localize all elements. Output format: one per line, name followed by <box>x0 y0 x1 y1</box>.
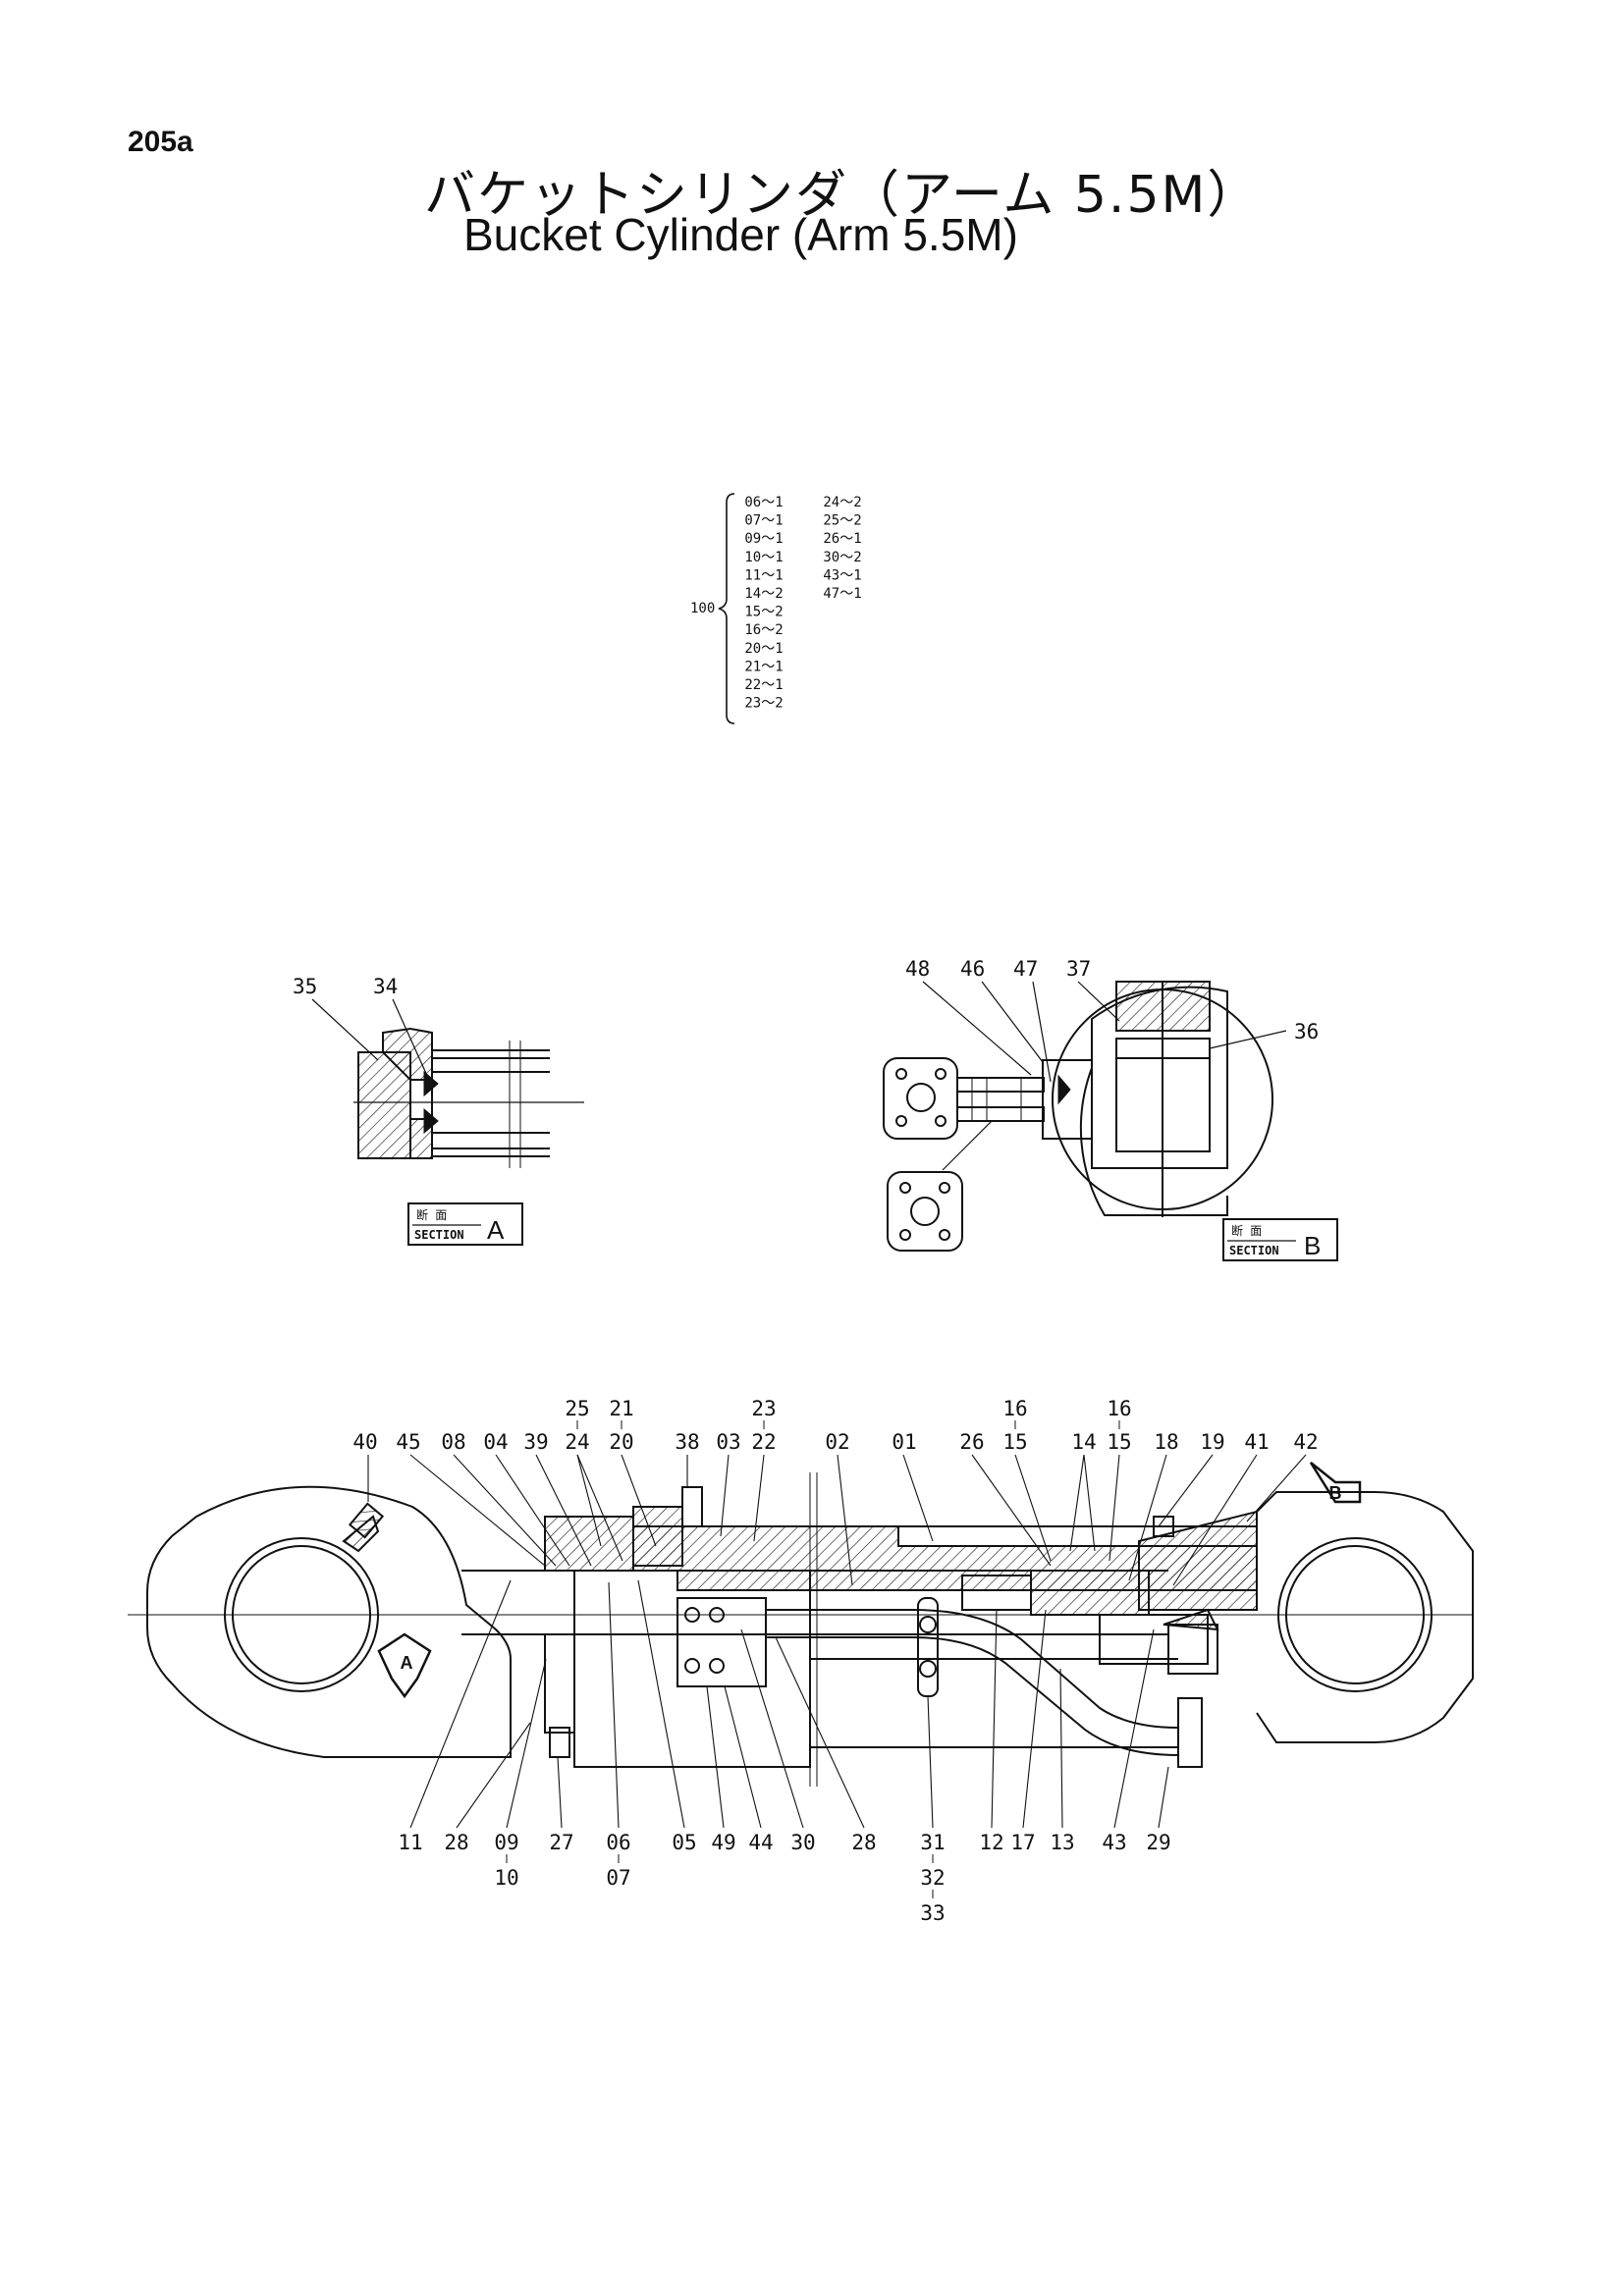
section-b-word: SECTION <box>1229 1244 1279 1257</box>
kit-number: 100 <box>690 601 715 616</box>
kit-item: 25～2 <box>823 513 861 529</box>
callout-29: 29 <box>1146 1831 1170 1854</box>
callout-27: 27 <box>549 1831 573 1854</box>
callout-06: 06 <box>606 1831 630 1854</box>
kit-item: 21～1 <box>744 659 783 674</box>
callout-32: 32 <box>920 1866 945 1890</box>
callout-24: 24 <box>565 1430 589 1454</box>
title-japanese: バケットシリンダ（アーム 5.5M） <box>424 166 1261 225</box>
section-b-label: 断 面 SECTION B <box>1222 1218 1338 1261</box>
kit-item: 10～1 <box>744 550 783 565</box>
main-cylinder-view <box>128 1462 1474 1787</box>
view-marker-a: A <box>401 1653 413 1673</box>
seal-kit-list: 100 06～1 07～1 09～1 10～1 11～1 14～2 15～2 16～2 20～1… <box>690 493 862 724</box>
callout-14: 14 <box>1071 1430 1096 1454</box>
section-b-kanji: 断 面 <box>1231 1223 1262 1238</box>
callout-35: 35 <box>293 975 317 998</box>
callout-43: 43 <box>1102 1831 1126 1854</box>
callout-23: 23 <box>751 1397 776 1420</box>
kit-item: 11～1 <box>744 567 783 583</box>
page-number: 205a <box>128 126 193 158</box>
callout-31: 31 <box>920 1831 945 1854</box>
callout-33: 33 <box>920 1901 945 1925</box>
callout-12: 12 <box>979 1831 1003 1854</box>
section-b-callouts: 48 46 47 37 36 <box>905 957 1319 1043</box>
callout-39: 39 <box>523 1430 548 1454</box>
callout-19: 19 <box>1200 1430 1224 1454</box>
callout-01: 01 <box>892 1430 916 1454</box>
kit-item: 07～1 <box>744 513 783 529</box>
callout-07: 07 <box>606 1866 630 1890</box>
view-markers: A B <box>401 1483 1342 1673</box>
section-a-label: 断 面 SECTION A <box>407 1202 523 1246</box>
callout-25: 25 <box>565 1397 589 1420</box>
callout-37: 37 <box>1066 957 1091 981</box>
callout-28: 28 <box>444 1831 468 1854</box>
callout-17: 17 <box>1010 1831 1035 1854</box>
callout-45: 45 <box>396 1430 420 1454</box>
kit-item: 43～1 <box>823 567 861 583</box>
callout-22: 22 <box>751 1430 776 1454</box>
callout-30: 30 <box>790 1831 815 1854</box>
callout-34: 34 <box>373 975 398 998</box>
callout-49: 49 <box>711 1831 735 1854</box>
section-b-view <box>883 981 1287 1252</box>
main-leader-lines <box>367 1454 1307 1829</box>
callout-16: 16 <box>1107 1397 1131 1420</box>
main-top-callouts: 40 45 08 04 39 24 25 20 21 38 03 22 23 02 01 26 15 16 14 15… <box>352 1397 1318 1454</box>
callout-36: 36 <box>1294 1020 1319 1043</box>
callout-08: 08 <box>441 1430 465 1454</box>
callout-09: 09 <box>494 1831 518 1854</box>
kit-item: 26～1 <box>823 531 861 547</box>
callout-20: 20 <box>609 1430 633 1454</box>
callout-15: 15 <box>1002 1430 1027 1454</box>
kit-item: 23～2 <box>744 696 783 712</box>
callout-10: 10 <box>494 1866 518 1890</box>
callout-42: 42 <box>1293 1430 1318 1454</box>
kit-item: 16～2 <box>744 622 783 638</box>
callout-15: 15 <box>1107 1430 1131 1454</box>
main-bottom-callouts: 11 28 09 10 27 06 07 05 49 44 30 28 31 32 33 12 17 13 43 29 <box>398 1831 1170 1925</box>
callout-11: 11 <box>398 1831 422 1854</box>
callout-21: 21 <box>609 1397 633 1420</box>
callout-05: 05 <box>672 1831 696 1854</box>
kit-item: 15～2 <box>744 605 783 620</box>
kit-item: 22～1 <box>744 677 783 693</box>
kit-item: 14～2 <box>744 586 783 602</box>
callout-40: 40 <box>352 1430 377 1454</box>
callout-02: 02 <box>825 1430 849 1454</box>
callout-47: 47 <box>1013 957 1038 981</box>
callout-28: 28 <box>851 1831 876 1854</box>
kit-item: 20～1 <box>744 641 783 657</box>
callout-13: 13 <box>1050 1831 1074 1854</box>
callout-41: 41 <box>1244 1430 1269 1454</box>
kit-item: 06～1 <box>744 495 783 510</box>
kit-item: 24～2 <box>823 495 861 510</box>
section-a-view <box>311 998 584 1168</box>
callout-46: 46 <box>960 957 985 981</box>
section-a-word: SECTION <box>414 1228 464 1242</box>
callout-03: 03 <box>716 1430 740 1454</box>
section-a-letter: A <box>487 1215 505 1245</box>
callout-16: 16 <box>1002 1397 1027 1420</box>
view-marker-b: B <box>1329 1483 1342 1503</box>
section-a-callouts: 35 34 <box>293 975 398 998</box>
callout-44: 44 <box>748 1831 773 1854</box>
kit-item: 47～1 <box>823 586 861 602</box>
callout-04: 04 <box>483 1430 508 1454</box>
callout-26: 26 <box>959 1430 984 1454</box>
kit-brace <box>718 493 735 724</box>
callout-48: 48 <box>905 957 930 981</box>
title-english: Bucket Cylinder (Arm 5.5M) <box>463 209 1018 260</box>
kit-item: 30～2 <box>823 550 861 565</box>
kit-item: 09～1 <box>744 531 783 547</box>
section-b-letter: B <box>1304 1231 1321 1260</box>
section-a-kanji: 断 面 <box>416 1207 447 1222</box>
callout-18: 18 <box>1154 1430 1178 1454</box>
callout-38: 38 <box>675 1430 699 1454</box>
